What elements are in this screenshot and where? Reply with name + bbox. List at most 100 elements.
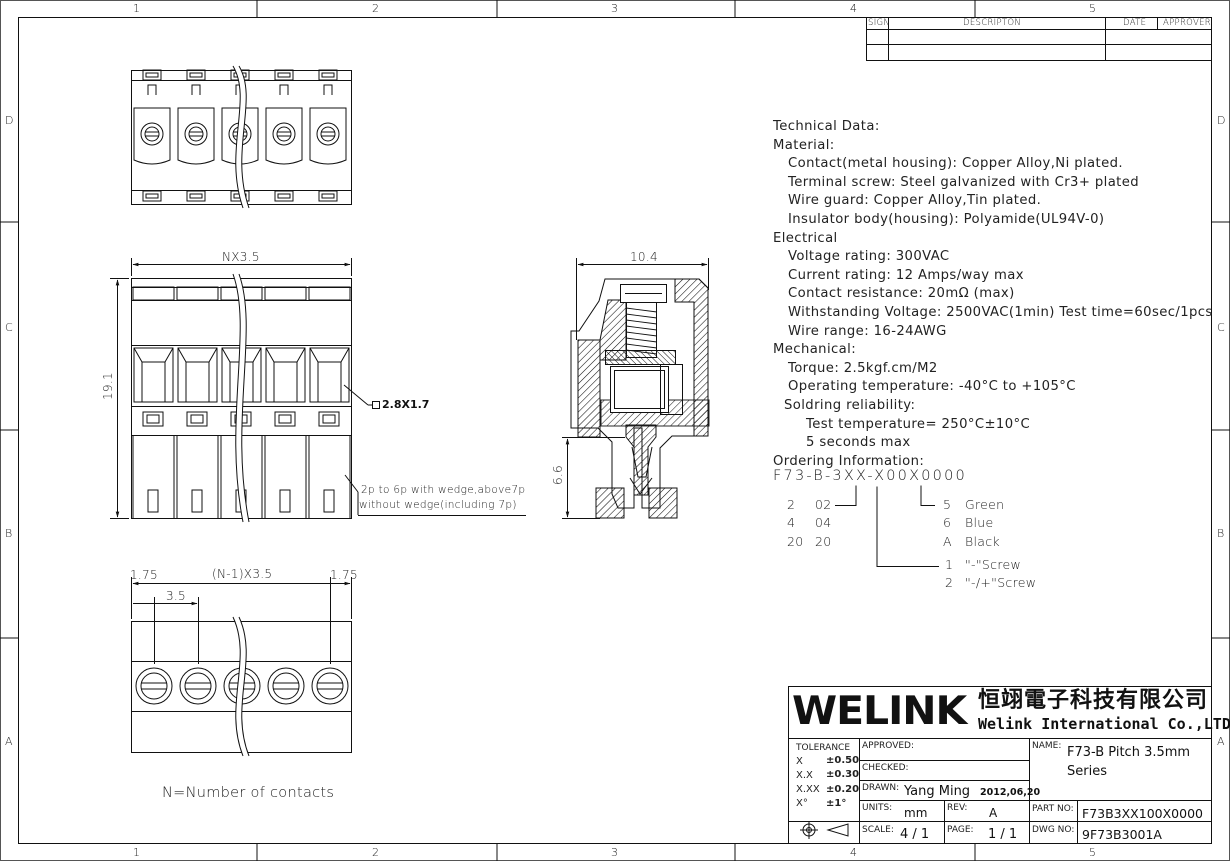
tech-line: 5 seconds max <box>806 435 911 451</box>
page-value: 1 / 1 <box>988 827 1018 842</box>
dwg-no-value: 9F73B3001A <box>1082 827 1162 842</box>
grid-col-2-bottom: 2 <box>372 846 380 859</box>
company-name-en: Welink International Co.,LTD. <box>978 715 1230 733</box>
dim-pin-size: 2.8X1.7 <box>382 398 430 411</box>
page-label: PAGE: <box>947 825 974 835</box>
tech-line: Ordering Information: <box>773 453 925 469</box>
dim-n1x35: (N-1)X3.5 <box>212 567 273 581</box>
tech-line: Wire range: 16-24AWG <box>788 323 947 339</box>
pole-value: 02 <box>815 497 832 512</box>
name-line1: F73-B Pitch 3.5mm <box>1067 745 1191 760</box>
grid-col-1-bottom: 1 <box>133 846 141 859</box>
rev-header-date: DATE <box>1123 18 1147 28</box>
wedge-note-line1: 2p to 6p with wedge,above7p <box>361 484 526 496</box>
tolerance-xxx-label: X.XX <box>796 784 820 795</box>
dim-edge-right: 1.75 <box>330 568 358 582</box>
scale-value: 4 / 1 <box>900 827 930 842</box>
part-no-value: F73B3XX100X0000 <box>1082 806 1203 821</box>
contacts-note: N=Number of contacts <box>162 785 335 801</box>
pole-code: 20 <box>787 534 804 549</box>
screw-name: "-/+"Screw <box>965 575 1037 590</box>
dim-edge-left: 1.75 <box>130 568 158 582</box>
tolerance-xx-value: ±0.30 <box>826 769 860 780</box>
dim-pitch: 3.5 <box>166 589 186 603</box>
color-name: Blue <box>965 515 994 530</box>
scale-label: SCALE: <box>862 825 894 835</box>
units-value: mm <box>904 806 928 820</box>
tech-line: Material: <box>773 137 835 153</box>
grid-row-a-right: A <box>1217 735 1225 748</box>
grid-col-1: 1 <box>133 2 141 15</box>
tolerance-deg-label: X° <box>796 798 808 809</box>
drawn-label: DRAWN: <box>862 783 900 793</box>
tech-line: Insulator body(housing): Polyamide(UL94V… <box>788 211 1105 227</box>
tech-line: Terminal screw: Steel galvanized with Cr… <box>788 174 1140 190</box>
tolerance-deg-value: ±1° <box>826 798 847 809</box>
approved-label: APPROVED: <box>862 741 914 751</box>
grid-row-d: D <box>5 114 14 127</box>
tech-line: Electrical <box>773 230 838 246</box>
dwg-no-label: DWG NO: <box>1032 825 1075 835</box>
tolerance-x-value: ±0.50 <box>826 755 860 766</box>
tech-line: Voltage rating: 300VAC <box>788 249 950 265</box>
tolerance-x-label: X <box>796 756 803 767</box>
dim-side-width: 10.4 <box>630 250 658 264</box>
grid-row-c-right: C <box>1217 321 1225 334</box>
part-no-label: PART NO: <box>1032 804 1074 814</box>
company-name-cn: 恒翊電子科技有限公司 <box>978 687 1209 713</box>
grid-row-b: B <box>5 527 13 540</box>
units-label: UNITS: <box>862 803 893 813</box>
screw-name: "-"Screw <box>965 557 1021 572</box>
dim-height: 19.1 <box>101 372 115 400</box>
tech-line: Contact resistance: 20mΩ (max) <box>788 286 1015 302</box>
color-code: 5 <box>943 497 952 512</box>
ordering-code: F73-B-3XX-X00X0000 <box>773 468 967 484</box>
color-name: Black <box>965 534 1000 549</box>
grid-row-a: A <box>5 735 13 748</box>
tolerance-xxx-value: ±0.20 <box>826 784 860 795</box>
dim-side-pin: 6.6 <box>551 465 565 485</box>
tolerance-label: TOLERANCE <box>796 743 851 753</box>
rev-header-description: DESCRIPTON <box>963 18 1022 28</box>
wedge-note-line2: without wedge(including 7p) <box>359 499 517 511</box>
tech-line: Soldring reliability: <box>784 397 916 413</box>
color-code: A <box>943 534 952 549</box>
color-name: Green <box>965 497 1005 512</box>
drawn-by: Yang Ming <box>904 784 971 799</box>
pole-value: 20 <box>815 534 832 549</box>
technical-data: Technical Data: Material: Contact(metal ho… <box>773 118 1213 471</box>
tech-line: Withstanding Voltage: 2500VAC(1min) Test… <box>788 304 1213 320</box>
tech-line: Current rating: 12 Amps/way max <box>788 267 1024 283</box>
tech-line: Test temperature= 250°C±10°C <box>806 416 1031 432</box>
tolerance-xx-label: X.X <box>796 770 813 781</box>
pole-value: 04 <box>815 515 832 530</box>
grid-col-4-bottom: 4 <box>850 846 858 859</box>
tech-line: Technical Data: <box>773 119 880 134</box>
tech-line: Wire guard: Copper Alloy,Tin plated. <box>788 193 1042 209</box>
grid-row-c: C <box>5 321 13 334</box>
tech-line: Contact(metal housing): Copper Alloy,Ni … <box>788 156 1123 172</box>
tech-line: Operating temperature: -40°C to +105°C <box>788 379 1076 395</box>
grid-col-3-bottom: 3 <box>611 846 619 859</box>
dim-nx35: NX3.5 <box>222 250 260 264</box>
grid-col-2: 2 <box>372 2 380 15</box>
company-logo: WELINK <box>792 689 967 734</box>
checked-label: CHECKED: <box>862 763 909 773</box>
grid-col-4: 4 <box>850 2 858 15</box>
grid-col-5-bottom: 5 <box>1089 846 1097 859</box>
grid-col-3: 3 <box>611 2 619 15</box>
screw-code: 2 <box>945 575 954 590</box>
name-line2: Series <box>1067 764 1107 779</box>
grid-row-b-right: B <box>1217 527 1225 540</box>
pole-code: 4 <box>787 515 796 530</box>
pole-code: 2 <box>787 497 796 512</box>
rev-value: A <box>989 806 998 820</box>
name-label: NAME: <box>1032 741 1062 751</box>
drawn-date: 2012,06,20 <box>980 787 1041 798</box>
rev-header-sign: SIGN <box>868 18 891 28</box>
grid-col-5: 5 <box>1089 2 1097 15</box>
screw-code: 1 <box>945 557 954 572</box>
rev-label: REV: <box>947 803 968 813</box>
